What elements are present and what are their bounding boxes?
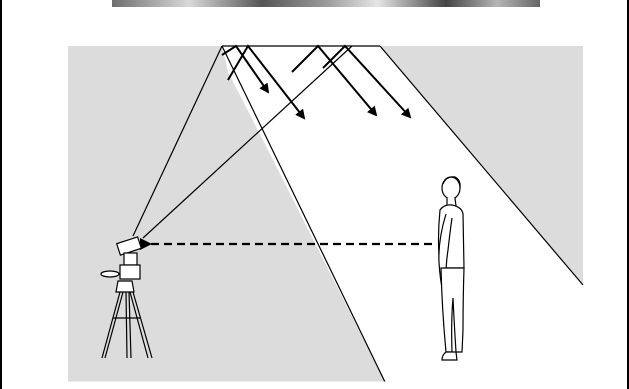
camera-body: [120, 265, 140, 279]
photo-strip: [112, 0, 540, 7]
person-foot: [442, 352, 457, 360]
tripod-head: [116, 281, 134, 292]
tripod-handle: [101, 271, 119, 277]
flash-body: [124, 253, 137, 265]
